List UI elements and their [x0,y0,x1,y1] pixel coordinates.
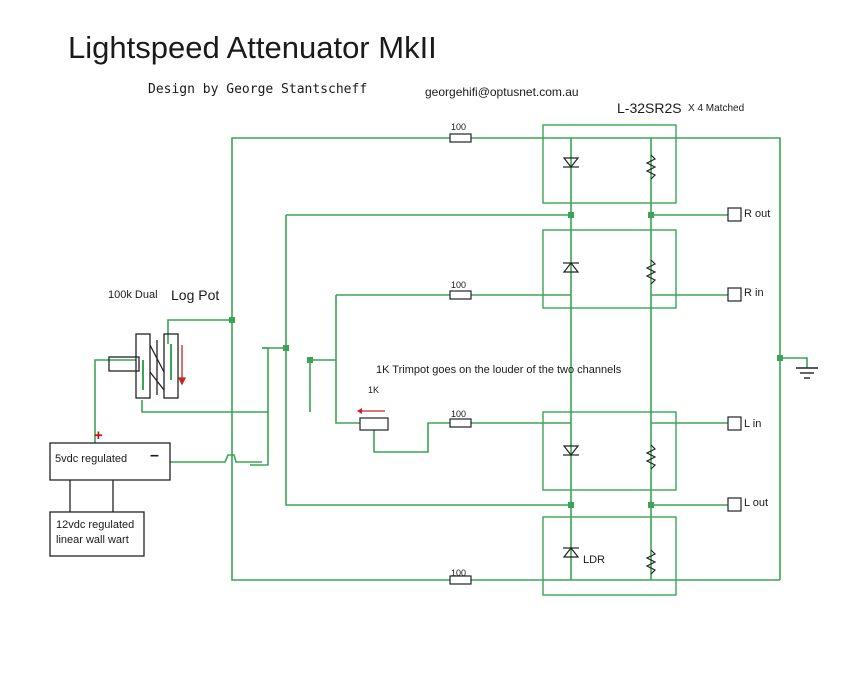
ldr-3 [645,444,657,470]
terminal-label-l-in: L in [744,418,762,430]
terminal-label-r-in: R in [744,287,764,299]
led-4 [562,547,580,558]
wiring [94,137,808,581]
terminal-l-in [727,416,742,431]
ldr-label: LDR [583,554,606,566]
part-number: L-32SR2S [617,100,682,116]
terminal-label-l-out: L out [744,497,769,509]
resistor-4 [449,575,472,585]
psu-plus-sign: + [94,427,103,444]
led-symbols [562,157,580,558]
resistor-label-4: 100 [451,568,467,578]
part-quantity: X 4 Matched [688,103,745,114]
led-2 [562,262,580,273]
psu-12v-label-line1: 12vdc regulated [56,519,135,531]
terminals [727,207,742,512]
ldr-4 [645,549,657,575]
led-3 [562,445,580,456]
ldr-1 [645,154,657,180]
author-credit: Design by George Stantscheff [148,82,368,97]
ldr-2 [645,259,657,285]
optocoupler-2 [542,229,677,309]
psu-minus-sign: – [150,447,159,464]
power-supply [49,442,171,557]
pot-value-label: 100k Dual [108,289,158,301]
ground-symbol [796,367,818,379]
resistor-label-2: 100 [451,280,467,290]
optocoupler-1 [542,124,677,204]
trimpot-body [359,417,389,431]
psu-5v-box [49,442,171,481]
pot-type-label: Log Pot [171,287,220,303]
dual-log-pot [108,333,187,399]
terminal-l-out [727,497,742,512]
pot-body-right [163,333,179,399]
trimpot-value: 1K [368,385,380,395]
trimpot [357,408,389,431]
psu-5v-label: 5vdc regulated [55,453,128,465]
pot-shaft [108,356,140,372]
optocoupler-3 [542,411,677,491]
psu-12v-label-line2: linear wall wart [56,534,129,546]
terminal-r-in [727,287,742,302]
author-email: georgehifi@optusnet.com.au [425,85,579,99]
junction-dots [229,212,783,508]
optocoupler-4 [542,516,677,596]
psu-12v-box [49,511,145,557]
resistor-label-3: 100 [451,409,467,419]
ldr-symbols [645,154,657,575]
terminal-label-r-out: R out [744,208,771,220]
terminal-r-out [727,207,742,222]
series-resistors [449,133,472,585]
pot-body-left [135,333,151,399]
resistor-3 [449,418,472,428]
diagram-title: Lightspeed Attenuator MkII [68,30,437,65]
trimpot-note: 1K Trimpot goes on the louder of the two… [376,364,622,376]
resistor-1 [449,133,472,143]
optocoupler-boxes [542,124,677,596]
led-1 [562,157,580,168]
resistor-2 [449,290,472,300]
resistor-label-1: 100 [451,122,467,132]
